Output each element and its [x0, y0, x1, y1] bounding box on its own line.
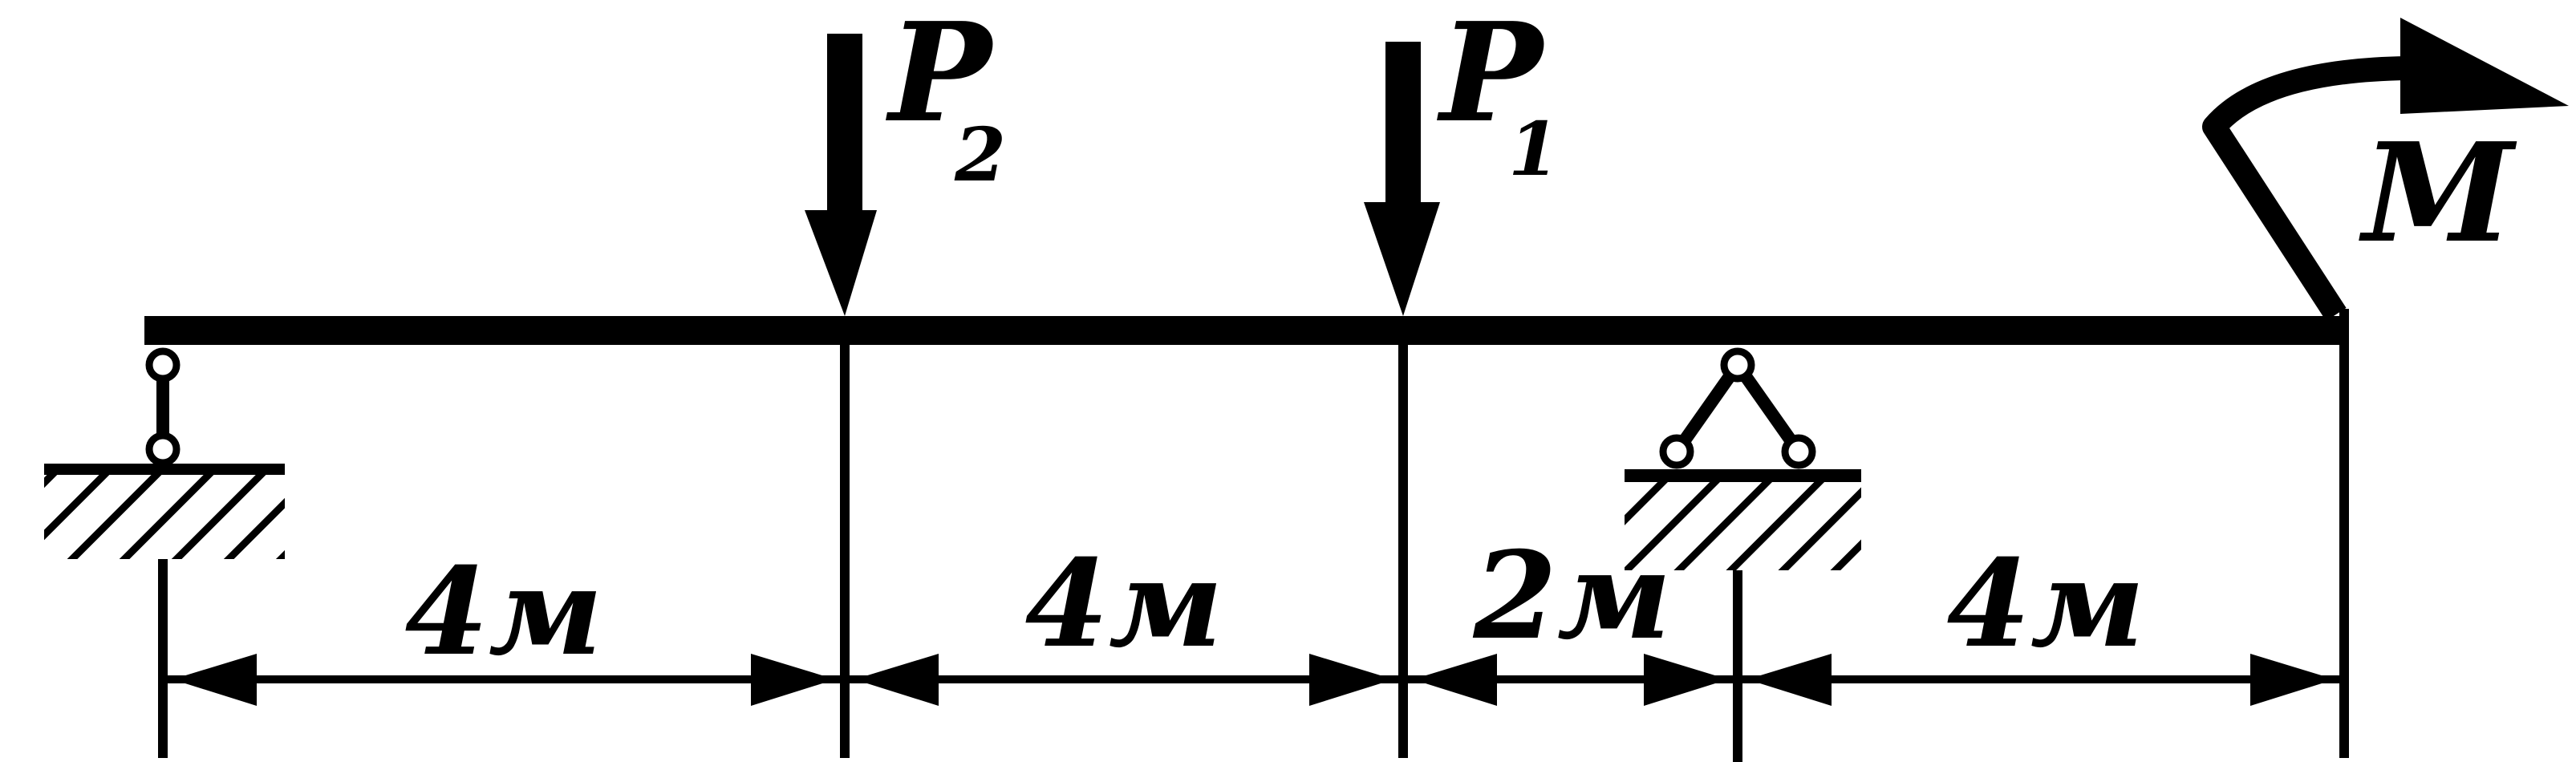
right-support-top-pin — [1720, 347, 1755, 383]
dim-arrow — [1309, 654, 1393, 706]
dim-arrow — [751, 654, 835, 706]
dim-arrow — [172, 654, 257, 706]
dim-arrow — [1747, 654, 1832, 706]
left-support — [44, 347, 285, 559]
left-ground-line — [44, 464, 285, 475]
right-ground-line — [1625, 469, 1861, 482]
right-support-right-pin — [1781, 434, 1816, 469]
force-p2-shaft — [827, 34, 862, 218]
dimension-label-4: 4м — [1947, 533, 2145, 675]
moment-arrowhead — [2400, 18, 2569, 114]
right-support — [1625, 347, 1861, 570]
dim-arrow — [2250, 654, 2335, 706]
force-p1-arrowhead — [1364, 202, 1440, 316]
force-p2-letter: P — [886, 0, 995, 153]
moment-m: M — [2202, 18, 2569, 322]
dim-arrow — [1644, 654, 1728, 706]
dimension-label-2: 4м — [1025, 533, 1223, 675]
force-p1-letter: P — [1437, 0, 1546, 153]
dimension-label-3: 2м — [1473, 525, 1672, 667]
force-p2: P 2 — [805, 0, 1006, 316]
left-ground-hatch — [44, 475, 285, 559]
force-p2-index: 2 — [954, 111, 1006, 198]
left-support-bottom-pin — [145, 432, 181, 467]
force-p1-index: 1 — [1508, 106, 1560, 193]
force-p1: P 1 — [1364, 0, 1560, 316]
force-p2-arrowhead — [805, 210, 877, 316]
force-p1-shaft — [1385, 42, 1421, 206]
dimension-arrows — [172, 654, 2335, 706]
dimension-label-1: 4м — [405, 541, 603, 683]
right-ground-hatch — [1625, 482, 1861, 570]
dimension-line: 4м 4м 2м 4м — [163, 525, 2344, 706]
right-support-link-left — [1671, 361, 1743, 456]
right-support-left-pin — [1659, 434, 1694, 469]
moment-arc — [2202, 56, 2408, 322]
beam — [144, 316, 2344, 345]
moment-label: M — [2359, 113, 2517, 274]
right-support-link-right — [1732, 361, 1804, 456]
dim-arrow — [854, 654, 939, 706]
dim-arrow — [1413, 654, 1497, 706]
left-support-top-pin — [145, 347, 181, 383]
